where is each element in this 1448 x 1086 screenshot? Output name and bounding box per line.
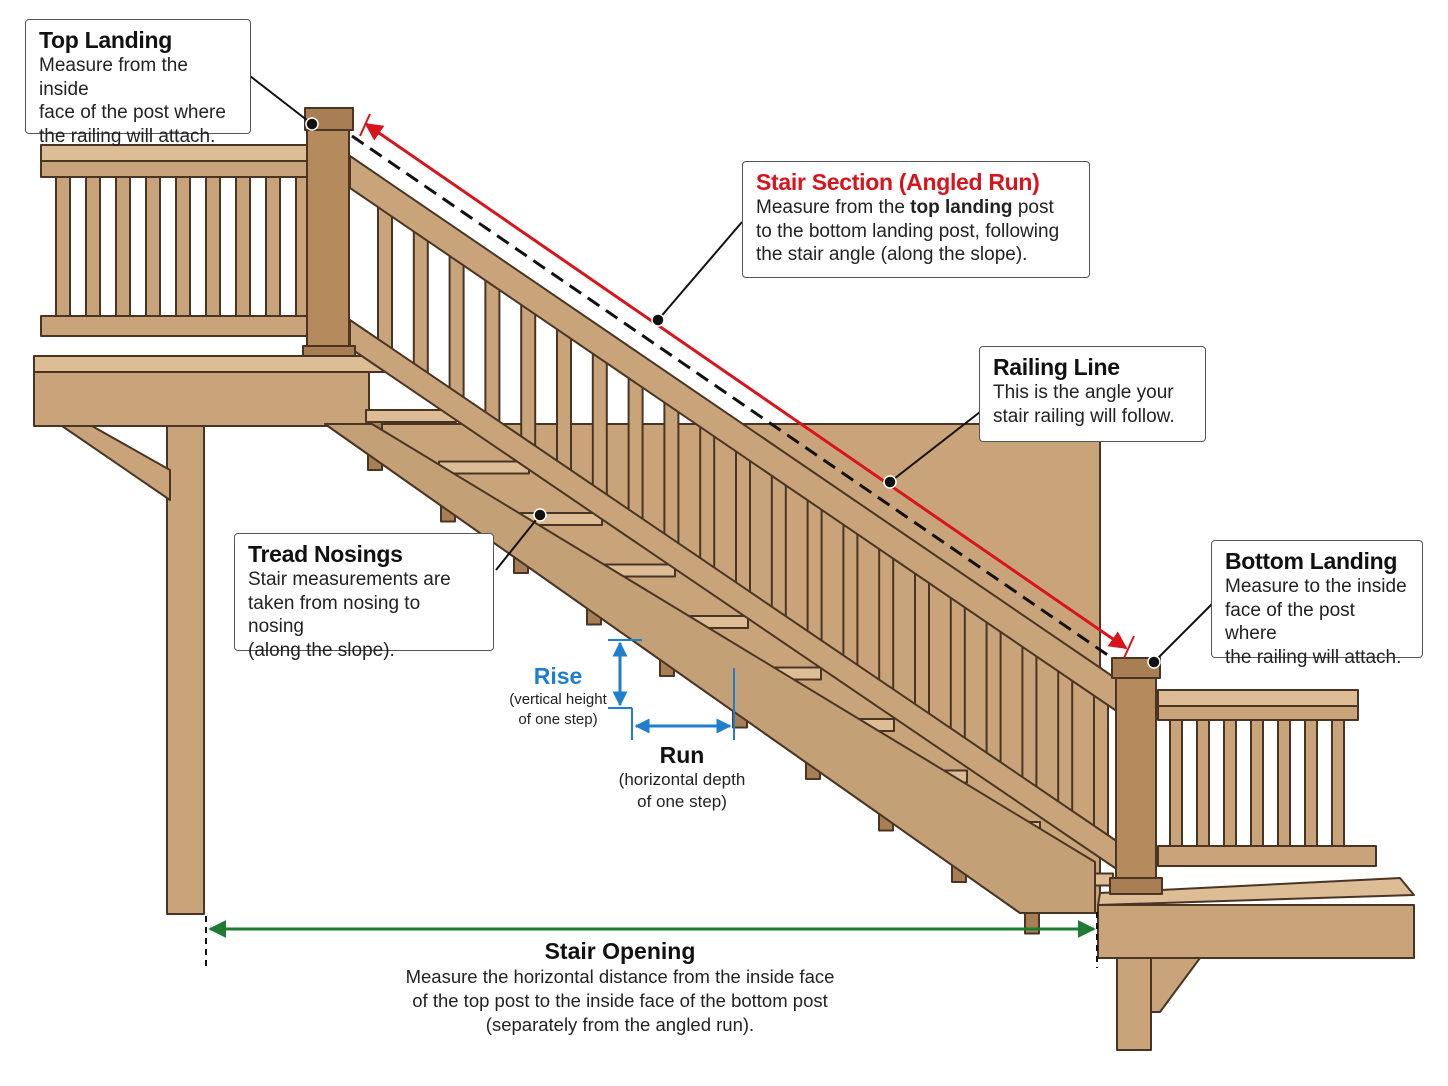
top-railing-baluster <box>175 176 191 317</box>
bottom-landing-text-2: face of the post where <box>1225 599 1355 645</box>
bottom-railing-cap <box>1157 689 1359 707</box>
railing-line-callout: Railing Line This is the angle your stai… <box>979 346 1206 442</box>
bottom-landing-text-3: the railing will attach. <box>1225 646 1402 668</box>
stair-opening-label: Stair Opening Measure the horizontal dis… <box>380 937 860 1037</box>
stair-opening-text-3: (separately from the angled run). <box>485 1014 755 1035</box>
top-deck-board <box>33 355 385 373</box>
rise-text-2: of one step) <box>518 711 598 728</box>
bottom-railing-baluster <box>1277 719 1291 847</box>
top-railing-baluster <box>205 176 221 317</box>
stair-section-text-1c: post <box>1012 197 1054 218</box>
run-label: Run (horizontal depth of one step) <box>606 741 758 813</box>
tread-nosings-text-3: (along the slope). <box>248 639 395 661</box>
angled-run-arrow <box>364 122 1128 650</box>
railing-line-leader <box>889 411 981 483</box>
stair-opening-text-2: of the top post to the inside face of th… <box>412 990 828 1011</box>
bottom-railing-baluster <box>1196 719 1210 847</box>
top-landing-dot <box>305 117 319 131</box>
stair-section-text-3: the stair angle (along the slope). <box>756 244 1028 265</box>
run-text-1: (horizontal depth <box>618 770 746 789</box>
stair-section-text-2: to the bottom landing post, following <box>756 220 1060 242</box>
bottom-railing-baluster <box>1250 719 1264 847</box>
top-landing-text-3: the railing will attach. <box>39 125 216 147</box>
bottom-railing-baluster <box>1169 719 1183 847</box>
stair-section-text-1-bold: top landing <box>910 197 1013 218</box>
top-railing-baluster <box>115 176 131 317</box>
top-railing-baluster <box>85 176 101 317</box>
angled-run-tick-top <box>359 113 371 137</box>
bottom-deck-brace <box>1150 957 1201 1013</box>
top-landing-text-2: face of the post where <box>39 102 226 123</box>
bottom-railing-baluster <box>1304 719 1318 847</box>
run-text-2: of one step) <box>637 792 727 811</box>
stair-section-text-1: Measure from the top landing post <box>756 196 1077 220</box>
top-railing-baluster <box>265 176 281 317</box>
stair-section-title: Stair Section (Angled Run) <box>756 169 1040 195</box>
top-railing-baluster <box>235 176 251 317</box>
top-landing-callout: Top Landing Measure from the inside face… <box>25 19 251 147</box>
stair-section-leader <box>657 221 743 321</box>
bottom-railing-baluster <box>1331 719 1345 847</box>
bottom-deck-beam <box>1097 904 1415 959</box>
rise-title: Rise <box>533 663 583 689</box>
top-railing-baluster <box>55 176 71 317</box>
railing-line-title: Railing Line <box>993 354 1120 380</box>
tread-nosings-dot <box>533 508 547 522</box>
bottom-landing-post <box>1115 675 1157 893</box>
railing-line-dot <box>883 475 897 489</box>
top-deck-brace <box>61 425 171 501</box>
railing-line-text-1: This is the angle your <box>993 382 1174 403</box>
tread-nosings-text-1: Stair measurements are <box>248 569 451 590</box>
top-landing-post <box>306 127 350 355</box>
rise-label: Rise (vertical height of one step) <box>500 662 616 730</box>
stair-opening-title: Stair Opening <box>544 938 696 964</box>
bottom-landing-dot <box>1147 655 1161 669</box>
top-railing-top-rail <box>40 160 310 178</box>
top-railing-baluster <box>145 176 161 317</box>
tread-nosings-leader <box>495 514 541 571</box>
bottom-post-base <box>1109 877 1163 895</box>
angled-run-tick-bottom <box>1123 635 1135 659</box>
bottom-landing-title: Bottom Landing <box>1225 548 1398 574</box>
tread-nosings-title: Tread Nosings <box>248 541 403 567</box>
bottom-deck-board <box>1097 877 1415 906</box>
bottom-railing-top-rail <box>1157 705 1359 721</box>
top-landing-title: Top Landing <box>39 27 172 53</box>
run-title: Run <box>659 742 705 768</box>
bottom-landing-text-1: Measure to the inside <box>1225 576 1407 597</box>
top-landing-text-1: Measure from the inside <box>39 55 188 100</box>
stair-section-callout: Stair Section (Angled Run) Measure from … <box>742 161 1090 278</box>
railing-line-text-2: stair railing will follow. <box>993 405 1175 427</box>
bottom-railing-baluster <box>1223 719 1237 847</box>
tread-nosings-text-2: taken from nosing to nosing <box>248 592 421 638</box>
tread-nosings-callout: Tread Nosings Stair measurements are tak… <box>234 533 494 661</box>
bottom-railing-bottom-rail <box>1157 845 1377 867</box>
stair-section-dot <box>651 313 665 327</box>
bottom-landing-callout: Bottom Landing Measure to the inside fac… <box>1211 540 1423 668</box>
rise-text-1: (vertical height <box>509 691 607 708</box>
stair-opening-text-1: Measure the horizontal distance from the… <box>405 966 835 987</box>
top-landing-leader <box>249 75 313 125</box>
top-railing-bottom-rail <box>40 315 310 337</box>
top-deck-post <box>166 423 205 915</box>
stair-section-text-1a: Measure from the <box>756 197 911 218</box>
bottom-deck-post <box>1116 957 1152 1051</box>
top-post-base <box>302 345 356 357</box>
bottom-landing-leader <box>1153 603 1213 663</box>
top-deck-beam <box>33 371 370 427</box>
